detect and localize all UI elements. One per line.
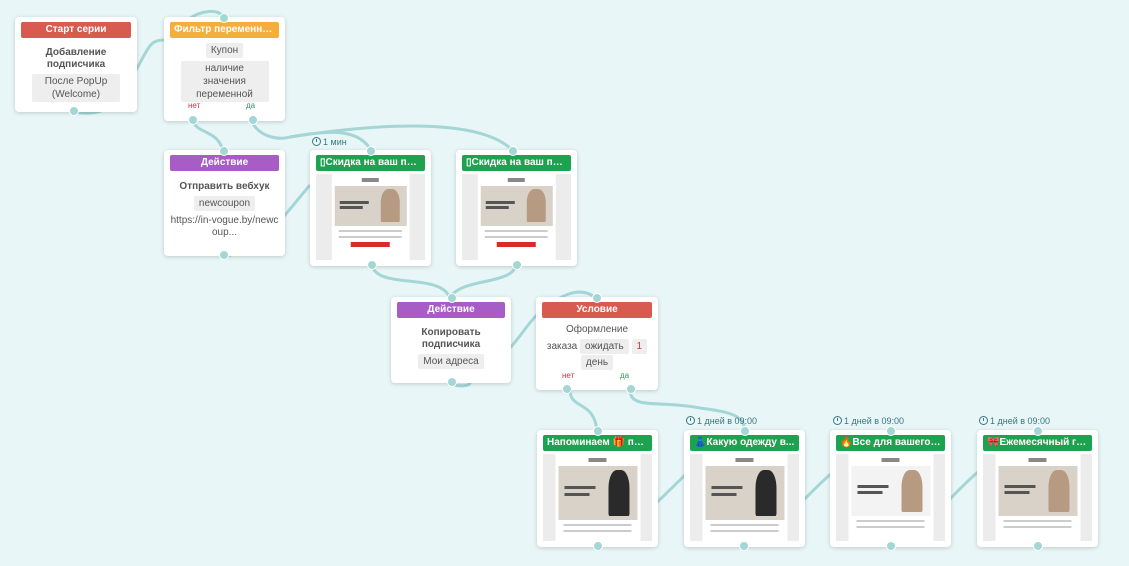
input-port[interactable] (447, 293, 457, 303)
webhook-action-node[interactable]: Действие Отправить вебхук newcoupon http… (164, 146, 285, 260)
output-port-yes[interactable] (248, 115, 258, 125)
clock-icon (833, 416, 842, 425)
delay-timer: 1 дней в 09:00 (979, 416, 1050, 426)
input-port[interactable] (886, 426, 896, 436)
output-port[interactable] (69, 106, 79, 116)
condition-chip: наличие значения переменной (180, 61, 269, 102)
output-port[interactable] (1033, 541, 1043, 551)
node-title: Отправить вебхук (179, 181, 270, 192)
wire-email1-action2 (370, 265, 452, 299)
input-port[interactable] (1033, 426, 1043, 436)
copy-subscriber-action-node[interactable]: Действие Копировать подписчика Мои адрес… (391, 293, 511, 387)
wait-count-chip: 1 (631, 339, 648, 354)
output-port-yes[interactable] (626, 384, 636, 394)
output-port[interactable] (593, 541, 603, 551)
output-port[interactable] (512, 260, 522, 270)
email-node[interactable]: Напоминаем 🎁 про... (537, 426, 658, 551)
node-header: ▯Скидка на ваш пер... (462, 155, 571, 171)
output-port-no[interactable] (188, 115, 198, 125)
delay-timer: 1 мин (312, 137, 347, 147)
output-port[interactable] (367, 260, 377, 270)
clock-icon (312, 137, 321, 146)
wire-condition-no-email3 (568, 389, 599, 433)
node-header: 👗Какую одежду в... (690, 435, 799, 451)
node-header: ▯Скидка на ваш пер... (316, 155, 425, 171)
clock-icon (979, 416, 988, 425)
node-header: Действие (170, 155, 279, 171)
yes-branch-label: да (246, 101, 256, 110)
input-port[interactable] (366, 146, 376, 156)
delay-timer: 1 дней в 09:00 (833, 416, 904, 426)
email-node[interactable]: 🎀Ежемесячный гайд ... (977, 426, 1098, 551)
output-port[interactable] (886, 541, 896, 551)
segment-chip: После PopUp (Welcome) (32, 74, 120, 102)
email-preview-image (543, 454, 652, 541)
variable-filter-node[interactable]: Фильтр переменных Купон наличие значения… (164, 13, 285, 125)
node-header: Фильтр переменных (170, 22, 279, 38)
webhook-url: https://in-vogue.by/newcoup... (170, 215, 279, 238)
email-preview-image (983, 454, 1092, 541)
output-port[interactable] (447, 377, 457, 387)
output-port[interactable] (739, 541, 749, 551)
node-header: Условие (542, 302, 652, 318)
email-node[interactable]: 🔥Все для вашего уд... (830, 426, 951, 551)
email-node[interactable]: ▯Скидка на ваш пер... (310, 146, 431, 270)
input-port[interactable] (740, 426, 750, 436)
output-port-no[interactable] (562, 384, 572, 394)
output-port[interactable] (219, 250, 229, 260)
node-title: Добавление подписчика (45, 47, 107, 70)
node-header: 🎀Ежемесячный гайд ... (983, 435, 1092, 451)
address-book-chip: Мои адреса (418, 354, 484, 369)
node-header: 🔥Все для вашего уд... (836, 435, 945, 451)
email-preview-image (836, 454, 945, 541)
input-port[interactable] (593, 426, 603, 436)
condition-node[interactable]: Условие Оформление заказа ожидать 1 день… (536, 293, 658, 394)
start-series-node[interactable]: Старт серии Добавление подписчика После … (15, 17, 137, 116)
node-header: Действие (397, 302, 505, 318)
email-node[interactable]: 👗Какую одежду в... (684, 426, 805, 551)
input-port[interactable] (592, 293, 602, 303)
no-branch-label: нет (562, 371, 575, 380)
email-preview-image (462, 174, 571, 260)
email-node[interactable]: ▯Скидка на ваш пер... (456, 146, 577, 270)
node-header: Старт серии (21, 22, 131, 38)
input-port[interactable] (219, 146, 229, 156)
webhook-chip: newcoupon (193, 196, 256, 211)
clock-icon (686, 416, 695, 425)
email-preview-image (690, 454, 799, 541)
condition-event-cont: заказа (546, 341, 578, 352)
email-preview-image (316, 174, 425, 260)
node-header: Напоминаем 🎁 про... (543, 435, 652, 451)
condition-event: Оформление (565, 324, 629, 335)
yes-branch-label: да (620, 371, 630, 380)
wire-email2-action2 (448, 265, 518, 299)
input-port[interactable] (219, 13, 229, 23)
wait-chip: ожидать (580, 339, 629, 354)
input-port[interactable] (508, 146, 518, 156)
variable-chip: Купон (205, 43, 244, 58)
delay-timer: 1 дней в 09:00 (686, 416, 757, 426)
node-title: Копировать подписчика (421, 327, 481, 350)
no-branch-label: нет (188, 101, 201, 110)
wait-unit-chip: день (580, 355, 614, 370)
